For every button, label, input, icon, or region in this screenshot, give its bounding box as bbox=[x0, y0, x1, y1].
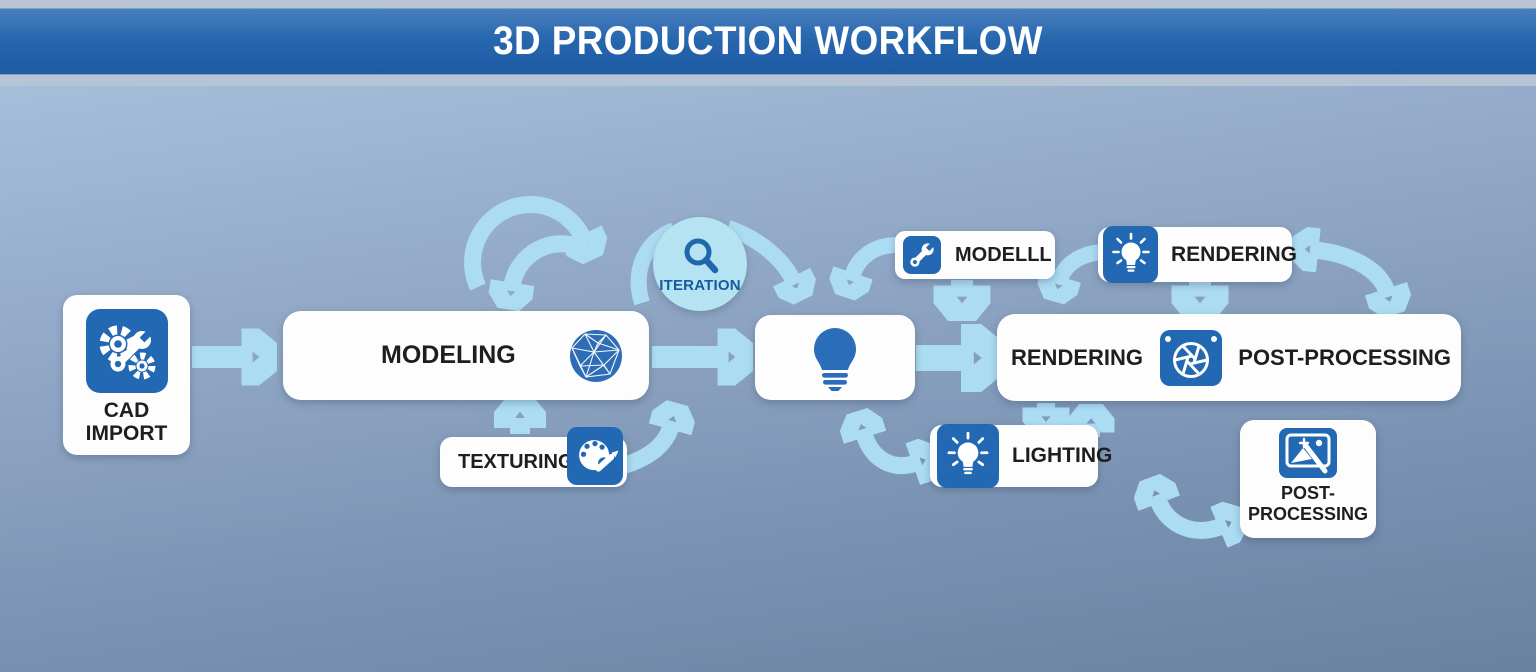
glowing-bulb-icon bbox=[1103, 226, 1158, 283]
cad-import-label-line2: IMPORT bbox=[85, 422, 168, 445]
node-post-processing: POST- PROCESSING bbox=[1240, 420, 1376, 538]
cad-import-label-line1: CAD bbox=[103, 399, 150, 422]
arrow-renderbadge-curve-down bbox=[1060, 244, 1104, 280]
image-wand-icon bbox=[1279, 428, 1337, 478]
bigbox-postprocessing-label: POST-PROCESSING bbox=[1238, 344, 1451, 370]
wrench-icon bbox=[903, 236, 941, 274]
arrow-modelll-curve-to-bulb bbox=[852, 237, 898, 276]
node-idea-bulb bbox=[755, 315, 915, 400]
arrow-cycle-top-right bbox=[464, 196, 583, 291]
arrow-bulb-lighting-double bbox=[864, 434, 916, 466]
node-modeling: MODELING bbox=[283, 311, 649, 400]
arrow-lighting-postproc-double bbox=[1158, 500, 1222, 530]
node-rendering-badge: RENDERING bbox=[1098, 226, 1297, 283]
node-cad-import: CAD IMPORT bbox=[63, 295, 190, 455]
node-texturing: TEXTURING bbox=[440, 427, 627, 487]
node-modelll-badge: MODELLL bbox=[895, 231, 1055, 279]
glowing-bulb-icon bbox=[937, 424, 999, 488]
palette-icon bbox=[567, 427, 623, 485]
geodesic-sphere-icon bbox=[569, 329, 623, 383]
iteration-label: ITERATION bbox=[659, 276, 741, 294]
arrow-cycle-bottom-left bbox=[512, 235, 599, 286]
node-lighting-badge: LIGHTING bbox=[930, 424, 1112, 488]
modeling-label: MODELING bbox=[381, 341, 516, 369]
header-banner: 3D PRODUCTION WORKFLOW bbox=[0, 0, 1536, 86]
post-processing-label-line2: PROCESSING bbox=[1247, 504, 1369, 524]
page-title: 3D PRODUCTION WORKFLOW bbox=[493, 19, 1043, 63]
texturing-label: TEXTURING bbox=[458, 450, 574, 473]
arrow-texturing-curve-up bbox=[619, 426, 671, 475]
bigbox-rendering-label: RENDERING bbox=[1011, 344, 1144, 370]
gear-wrench-icon bbox=[85, 309, 168, 393]
lighting-label: LIGHTING bbox=[1012, 444, 1113, 467]
aperture-icon bbox=[1159, 329, 1222, 386]
post-processing-label-line1: POST- bbox=[1280, 483, 1335, 503]
node-rendering-postprocessing: RENDERING POST-PROCESSING bbox=[997, 314, 1461, 401]
modelll-label: MODELLL bbox=[955, 243, 1052, 266]
node-iteration: ITERATION bbox=[653, 217, 747, 311]
arrow-renderbadge-bigbox-double bbox=[1315, 250, 1387, 292]
rendering-badge-label: RENDERING bbox=[1171, 242, 1298, 266]
lightbulb-icon bbox=[803, 325, 867, 391]
magnifier-icon bbox=[679, 235, 721, 277]
